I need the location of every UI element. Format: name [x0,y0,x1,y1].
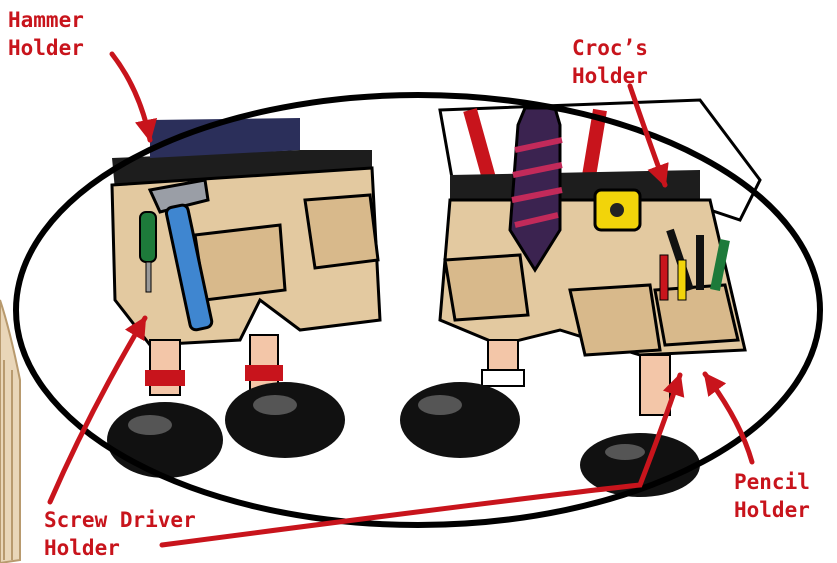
pencil-icon [659,254,687,301]
crocs-holder-label: Croc’s Holder [572,34,648,90]
screw-driver-holder-label: Screw Driver Holder [44,506,196,562]
screw-driver-holder-line1: Screw Driver [44,508,196,532]
right-shoe-2 [580,433,700,497]
hammer-icon [147,178,214,332]
highlight-ellipse [13,92,823,528]
crocs-holder-line2: Holder [572,64,648,88]
hammer-holder-line1: Hammer [8,8,84,32]
screw-arrow-left [47,315,148,505]
hammer-holder-line2: Holder [8,36,84,60]
croc-arrow [627,83,669,188]
pencil-arrow [702,371,755,465]
hammer-holder-label: Hammer Holder [8,6,84,62]
hammer-arrow [109,51,158,143]
screwdriver-icon [139,211,157,293]
screw-driver-holder-line2: Holder [44,536,120,560]
right-shoe [225,382,345,458]
left-character [107,118,382,478]
pencil-holder-line2: Holder [734,498,810,522]
tape-measure-icon [593,188,642,232]
crocs-holder-line1: Croc’s [572,36,648,60]
pencil-holder-line1: Pencil [734,470,810,494]
wooden-frame-background [0,299,21,563]
screw-arrow-right [159,372,685,548]
tie-icon [508,106,563,273]
right-character [400,98,762,497]
left-shoe [107,402,223,478]
pencil-holder-label: Pencil Holder [734,468,810,524]
left-shoe-2 [400,382,520,458]
